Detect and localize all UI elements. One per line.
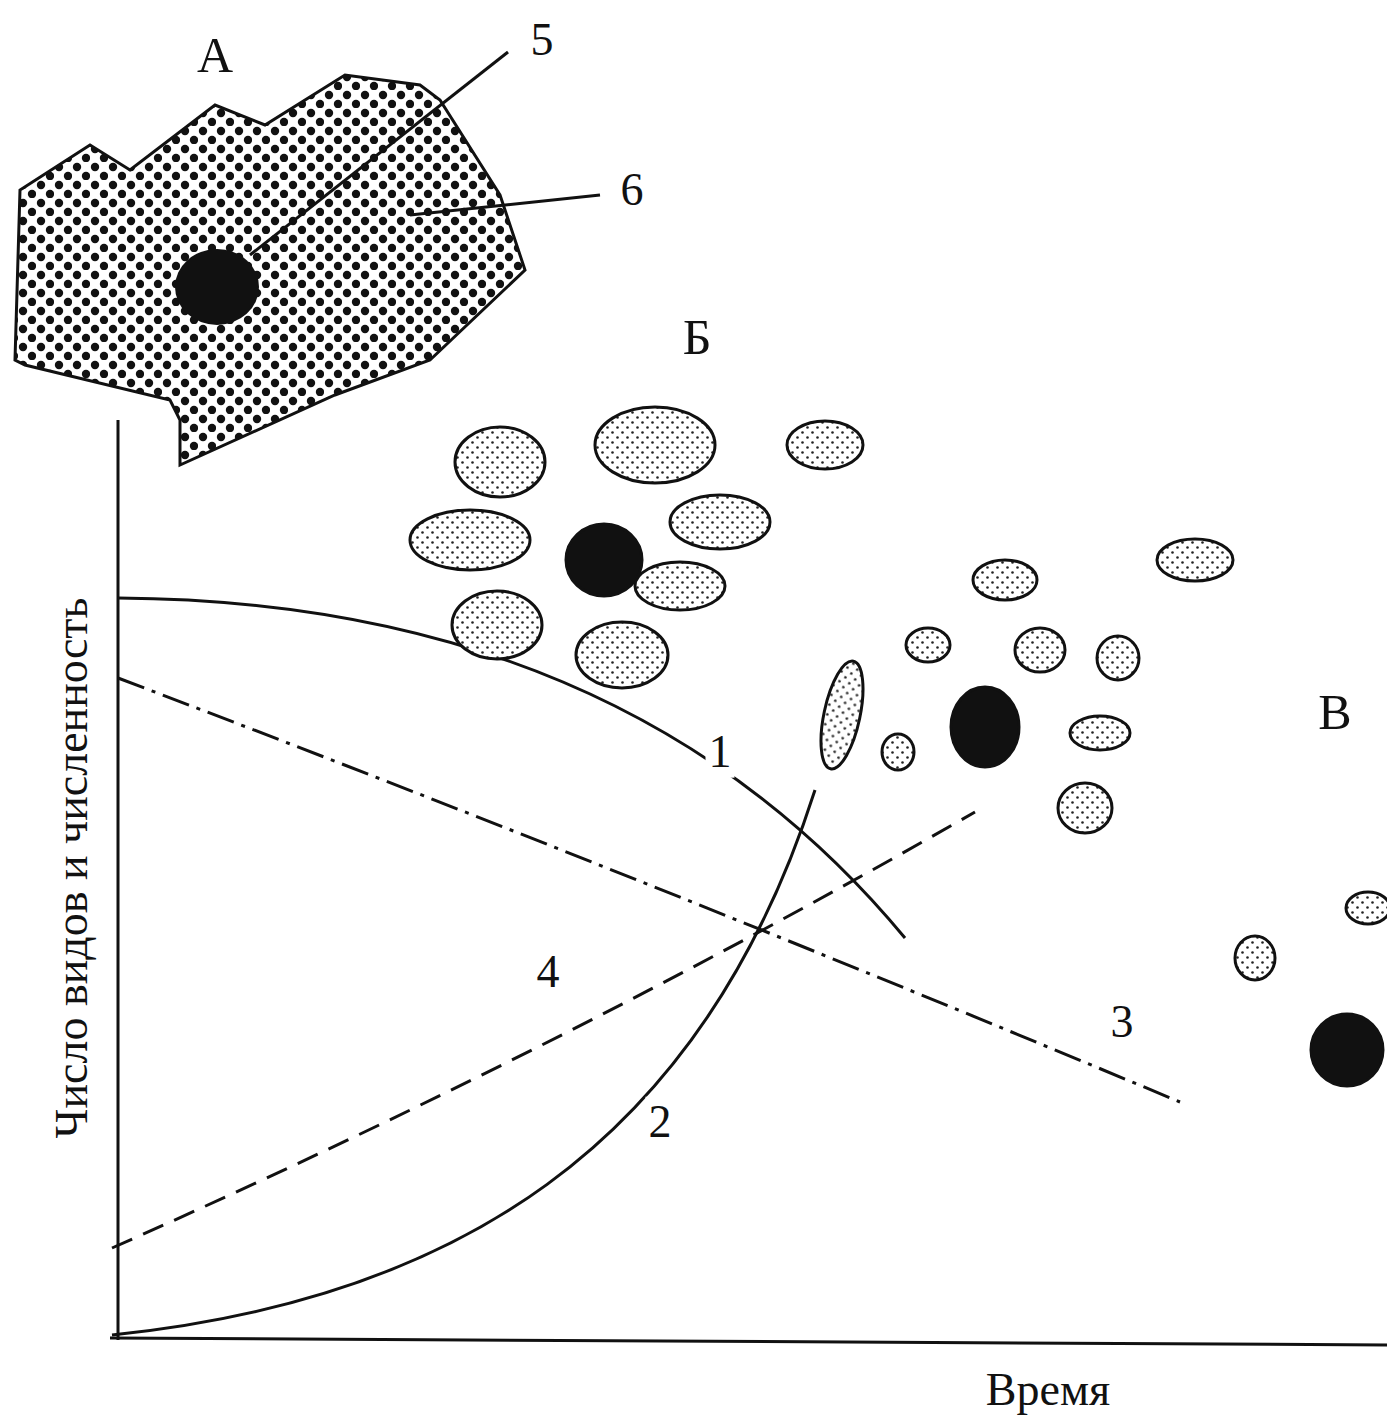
curve-2 (112, 790, 815, 1335)
curves (112, 598, 1180, 1335)
curve-number: 3 (1108, 997, 1137, 1048)
curve-4 (112, 812, 975, 1248)
region-letter: Б (680, 310, 715, 365)
callout-number: 5 (528, 15, 557, 66)
axis-title: Время (983, 1365, 1113, 1416)
callout-number: 6 (618, 165, 647, 216)
axis-title: Число видов и численность (47, 595, 98, 1142)
axes (110, 420, 1387, 1345)
curve-3 (118, 678, 1180, 1102)
curve-number: 1 (706, 727, 735, 778)
curve-number: 4 (534, 947, 563, 998)
curve-number: 2 (646, 1097, 675, 1148)
fragments (410, 407, 1387, 1086)
region-letter: А (194, 28, 236, 83)
habitat-a (15, 52, 600, 465)
region-letter: В (1315, 685, 1354, 740)
